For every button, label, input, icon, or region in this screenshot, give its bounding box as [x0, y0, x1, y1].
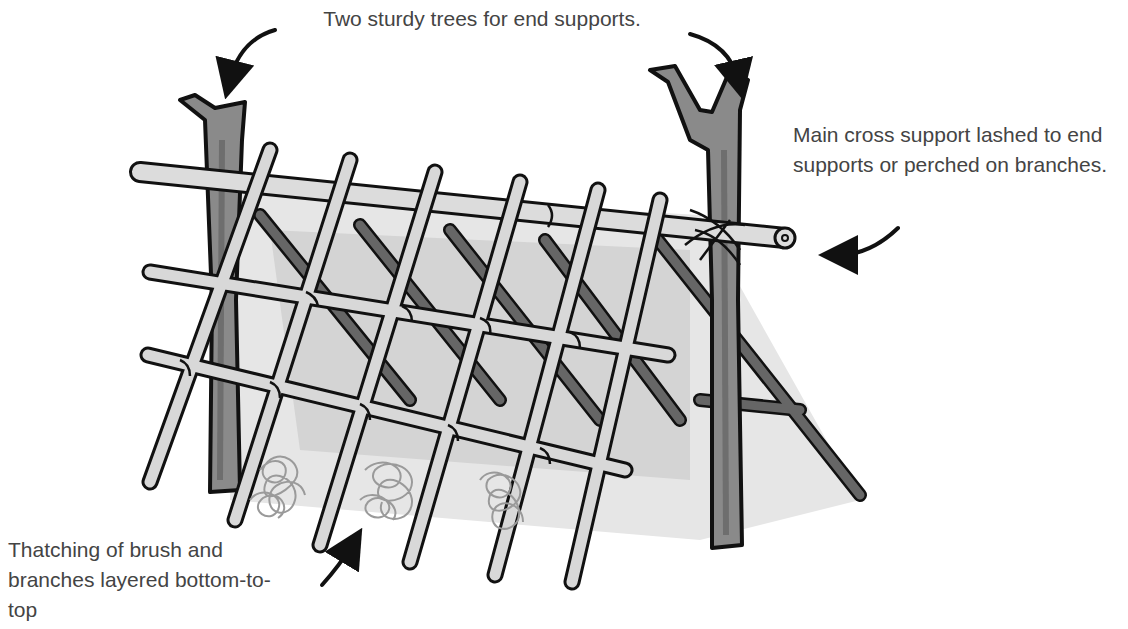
front-poles — [148, 150, 668, 582]
callout-label: Thatching of brush and branches layered … — [8, 535, 298, 625]
leader-arrows — [230, 30, 898, 585]
right-tree — [650, 66, 748, 548]
brush-thatching — [250, 457, 523, 529]
lashings — [180, 205, 745, 464]
callout-label: Main cross support lashed to end support… — [793, 120, 1123, 180]
callout-label: Two sturdy trees for end supports. — [262, 4, 702, 34]
